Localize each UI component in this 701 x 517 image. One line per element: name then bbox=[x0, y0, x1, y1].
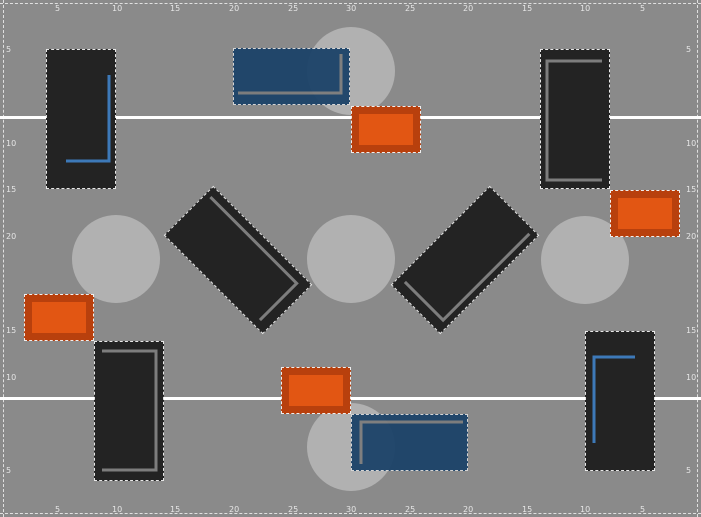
gray-marker-icon bbox=[403, 232, 531, 323]
orange-crate[interactable] bbox=[351, 106, 421, 153]
ruler-right-label: 15 bbox=[686, 185, 697, 194]
gray-marker-icon bbox=[545, 59, 602, 182]
ruler-right-label: 5 bbox=[686, 466, 692, 475]
ruler-bottom-label: 15 bbox=[522, 505, 533, 514]
ruler-top-label: 10 bbox=[580, 4, 591, 13]
ruler-left-label: 5 bbox=[6, 466, 12, 475]
left-edge-border bbox=[3, 0, 4, 517]
blue-tile-bottom[interactable] bbox=[351, 414, 468, 471]
boundary-line-upper bbox=[0, 116, 701, 119]
ruler-left-label: 10 bbox=[6, 139, 17, 148]
ruler-bottom-label: 5 bbox=[55, 505, 61, 514]
gray-marker-icon bbox=[209, 196, 299, 322]
ruler-bottom-label: 5 bbox=[640, 505, 646, 514]
ruler-bottom-label: 10 bbox=[580, 505, 591, 514]
ruler-left-label: 10 bbox=[6, 373, 17, 382]
ruler-bottom-label: 30 bbox=[346, 505, 357, 514]
ruler-top-label: 20 bbox=[463, 4, 474, 13]
ruler-top-label: 15 bbox=[170, 4, 181, 13]
bottom-edge-border bbox=[0, 513, 701, 514]
ruler-bottom-label: 15 bbox=[170, 505, 181, 514]
ruler-top-label: 30 bbox=[346, 4, 357, 13]
ruler-top-label: 10 bbox=[112, 4, 123, 13]
ruler-bottom-label: 25 bbox=[405, 505, 416, 514]
orange-crate[interactable] bbox=[281, 367, 351, 414]
right-edge-border bbox=[697, 0, 698, 517]
orange-crate[interactable] bbox=[610, 190, 680, 237]
dark-block-diagonal-right[interactable] bbox=[390, 185, 540, 335]
top-edge-border bbox=[0, 3, 701, 4]
ruler-left-label: 5 bbox=[6, 45, 12, 54]
gray-marker-icon bbox=[102, 349, 158, 472]
dark-block-bottom-right[interactable] bbox=[585, 331, 655, 471]
ruler-bottom-label: 25 bbox=[288, 505, 299, 514]
zone-disc-left[interactable] bbox=[72, 215, 160, 303]
ruler-left-label: 20 bbox=[6, 232, 17, 241]
ruler-right-label: 10 bbox=[686, 139, 697, 148]
ruler-left-label: 15 bbox=[6, 185, 17, 194]
blue-marker-icon bbox=[66, 75, 111, 163]
ruler-left-label: 15 bbox=[6, 326, 17, 335]
ruler-top-label: 20 bbox=[229, 4, 240, 13]
ruler-bottom-label: 10 bbox=[112, 505, 123, 514]
gray-marker-icon bbox=[238, 54, 343, 95]
orange-crate[interactable] bbox=[24, 294, 94, 341]
ruler-top-label: 15 bbox=[522, 4, 533, 13]
dark-block-diagonal-left[interactable] bbox=[163, 185, 313, 335]
gray-marker-icon bbox=[359, 420, 463, 464]
ruler-top-label: 5 bbox=[55, 4, 61, 13]
zone-disc-center[interactable] bbox=[307, 215, 395, 303]
ruler-top-label: 5 bbox=[640, 4, 646, 13]
ruler-bottom-label: 20 bbox=[229, 505, 240, 514]
dark-block-top-left[interactable] bbox=[46, 49, 116, 189]
dark-block-top-right[interactable] bbox=[540, 49, 610, 189]
ruler-right-label: 15 bbox=[686, 326, 697, 335]
ruler-right-label: 20 bbox=[686, 232, 697, 241]
dark-block-bottom-left[interactable] bbox=[94, 341, 164, 481]
ruler-right-label: 10 bbox=[686, 373, 697, 382]
blue-tile-top[interactable] bbox=[233, 48, 350, 105]
ruler-right-label: 5 bbox=[686, 45, 692, 54]
ruler-top-label: 25 bbox=[405, 4, 416, 13]
ruler-top-label: 25 bbox=[288, 4, 299, 13]
blue-marker-icon bbox=[592, 355, 635, 443]
ruler-bottom-label: 20 bbox=[463, 505, 474, 514]
